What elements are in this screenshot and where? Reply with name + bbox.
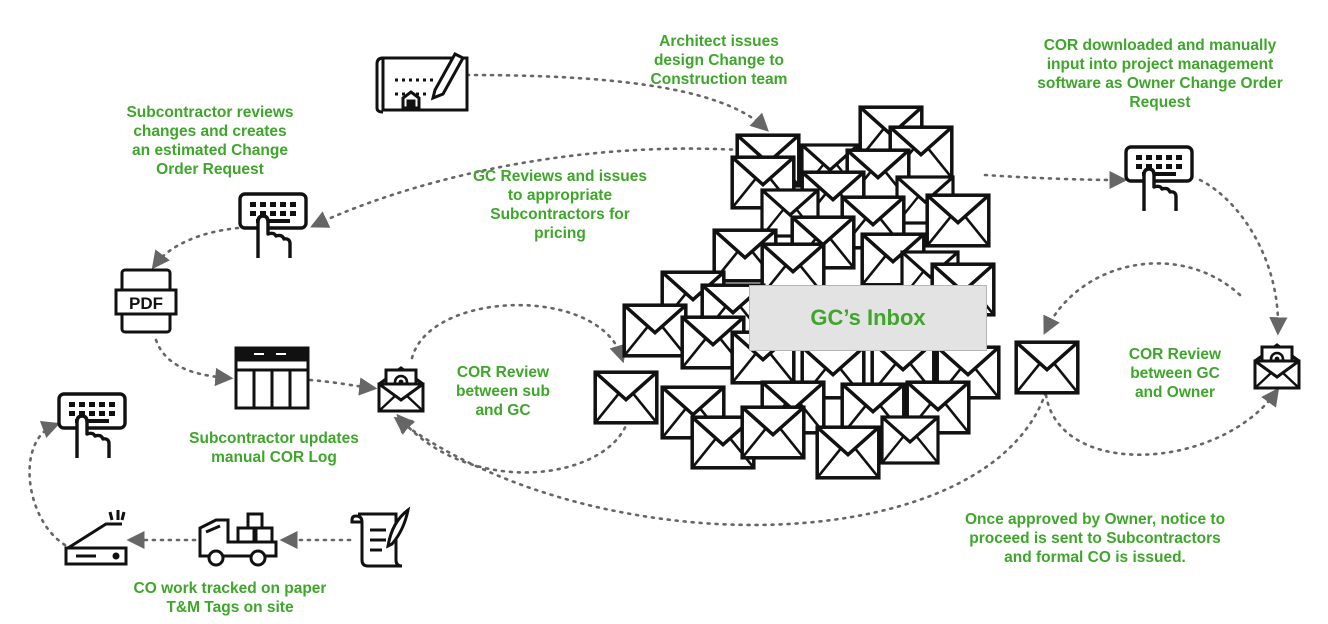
cor-log-table-icon bbox=[234, 346, 310, 410]
gc-inbox-label: GC’s Inbox bbox=[810, 305, 926, 330]
arrow-log-to-email bbox=[308, 377, 378, 396]
truck-icon bbox=[198, 512, 278, 567]
arrow-keyboard-to-pdf bbox=[151, 226, 240, 270]
label-sub-updates: Subcontractor updates manual COR Log bbox=[189, 430, 359, 466]
email-at-icon bbox=[1253, 343, 1301, 390]
label-cor-review-sub: COR Review between sub and GC bbox=[456, 364, 550, 419]
label-cor-review-owner: COR Review between GC and Owner bbox=[1128, 346, 1222, 401]
label-sub-reviews: Subcontractor reviews changes and create… bbox=[126, 104, 294, 178]
label-cor-download: COR downloaded and manually input into p… bbox=[1037, 37, 1283, 111]
arrow-architect-to-inbox bbox=[465, 73, 769, 132]
arrow-inbox-to-cor-keyboard bbox=[983, 170, 1128, 190]
arrow-scanner-to-keyboard bbox=[28, 420, 67, 547]
label-approved: Once approved by Owner, notice to procee… bbox=[964, 511, 1226, 566]
pdf-icon: PDF bbox=[114, 268, 178, 334]
keyboard-hand-icon bbox=[1124, 145, 1194, 213]
arrow-email-to-inbox-loop bbox=[410, 303, 628, 364]
arrow-owner-to-inbox-loop bbox=[1043, 262, 1242, 335]
arrow-inbox-to-email-loop bbox=[396, 413, 630, 474]
gc-inbox-box: GC’s Inbox bbox=[749, 285, 987, 351]
connectors bbox=[28, 73, 1288, 550]
keyboard-hand-icon bbox=[238, 192, 308, 260]
scanner-icon bbox=[64, 510, 128, 566]
label-co-work: CO work tracked on paper T&M Tags on sit… bbox=[133, 580, 327, 616]
label-gc-reviews: GC Reviews and issues to appropriate Sub… bbox=[472, 168, 648, 242]
arrow-pdf-to-log bbox=[154, 338, 234, 387]
blueprint-icon bbox=[375, 52, 469, 114]
scroll-quill-icon bbox=[350, 506, 411, 568]
pdf-text: PDF bbox=[129, 294, 163, 313]
keyboard-hand-icon bbox=[57, 392, 127, 460]
arrow-keyboard-to-owner-email bbox=[1198, 178, 1288, 336]
label-architect: Architect issues design Change to Constr… bbox=[650, 33, 788, 88]
arrow-inbox-to-sub-keyboard bbox=[310, 147, 742, 228]
arrow-approval-to-email bbox=[393, 383, 1050, 527]
email-at-icon bbox=[377, 366, 425, 413]
arrow-inbox-to-owner-loop bbox=[1044, 387, 1280, 457]
